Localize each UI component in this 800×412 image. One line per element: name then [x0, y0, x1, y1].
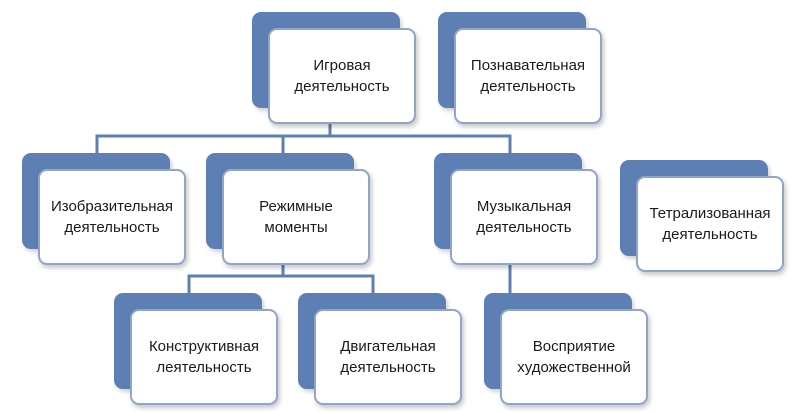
node-box: Изобразительная деятельность	[38, 169, 186, 265]
node-box: Познавательная деятельность	[454, 28, 602, 124]
node-label-construct: Конструктивная леятельность	[148, 338, 260, 376]
node-music-activity: Музыкальная деятельность	[434, 153, 598, 265]
node-label-motor: Двигательная деятельность	[340, 338, 436, 376]
node-box: Режимные моменты	[222, 169, 370, 265]
node-box: Двигательная деятельность	[314, 309, 462, 405]
node-theatre-activity: Тетрализованная деятельность	[620, 160, 784, 272]
node-label-music: Музыкальная деятельность	[476, 198, 572, 236]
node-label-game: Игровая деятельность	[294, 57, 390, 95]
node-label-visual: Изобразительная деятельность	[50, 198, 174, 236]
node-routine-moments: Режимные моменты	[206, 153, 370, 265]
node-game-activity: Игровая деятельность	[252, 12, 416, 124]
node-visual-activity: Изобразительная деятельность	[22, 153, 186, 265]
node-box: Восприятие художественной	[500, 309, 648, 405]
node-box: Игровая деятельность	[268, 28, 416, 124]
node-label-routine: Режимные моменты	[259, 198, 333, 236]
node-cognitive-activity: Познавательная деятельность	[438, 12, 602, 124]
node-box: Музыкальная деятельность	[450, 169, 598, 265]
node-box: Конструктивная леятельность	[130, 309, 278, 405]
node-art-perception: Восприятие художественной	[484, 293, 648, 405]
node-label-cognitive: Познавательная деятельность	[470, 57, 586, 95]
node-label-perception: Восприятие художественной	[517, 338, 631, 376]
node-constructive-activity: Конструктивная леятельность	[114, 293, 278, 405]
node-box: Тетрализованная деятельность	[636, 176, 784, 272]
node-label-theatre: Тетрализованная деятельность	[649, 205, 771, 243]
node-motor-activity: Двигательная деятельность	[298, 293, 462, 405]
